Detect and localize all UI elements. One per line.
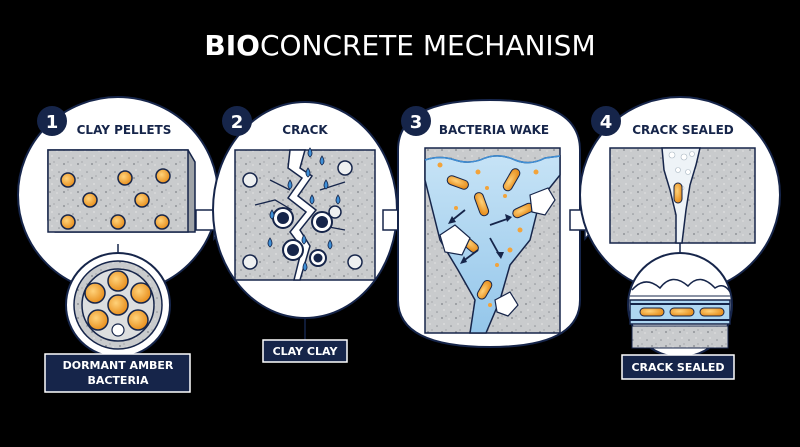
title-bold: BIO	[204, 29, 260, 62]
step-1-callout	[44, 353, 191, 393]
calcium-particles	[437, 162, 539, 307]
step-3-panel: 3 BACTERIA WAKE	[397, 98, 581, 349]
step-3-badge	[401, 106, 431, 136]
step-4-panel: 4 CRACK SEALED CRACK SEALED	[579, 96, 781, 380]
activated-pellets	[272, 207, 333, 267]
calcite-crystals	[439, 187, 556, 317]
step-2-label: CRACK	[282, 123, 328, 137]
dormant-bacteria	[84, 270, 152, 337]
step-1-panel: 1 CLAY PELLETS	[17, 96, 219, 393]
step-2-panel: 2 CRACK	[212, 101, 398, 363]
step-1-badge	[37, 106, 67, 136]
step-1-label: CLAY PELLETS	[77, 123, 172, 137]
step-3-label: BACTERIA WAKE	[439, 123, 549, 137]
step-4-number: 4	[600, 112, 613, 133]
step-1-callout-line-1: DORMANT AMBER	[63, 359, 174, 372]
sealing-bacteria	[639, 307, 725, 317]
empty-pellets	[242, 160, 363, 270]
page-title: BIOCONCRETE MECHANISM	[204, 29, 595, 62]
step-4-badge	[591, 106, 621, 136]
step-2-callout	[262, 339, 348, 363]
step-4-callout-text: CRACK SEALED	[631, 361, 724, 374]
active-bacteria	[446, 168, 535, 300]
clay-pellets	[60, 168, 171, 230]
step-2-callout-text: CLAY CLAY	[273, 345, 339, 358]
step-3-number: 3	[410, 112, 423, 133]
step-2-number: 2	[231, 112, 244, 133]
title-rest: CONCRETE MECHANISM	[260, 29, 596, 62]
step-1-callout-line-2: BACTERIA	[87, 374, 149, 387]
step-4-callout	[621, 354, 735, 380]
water-droplets	[267, 147, 341, 272]
step-4-label: CRACK SEALED	[632, 123, 734, 137]
step-1-number: 1	[46, 112, 59, 133]
step-2-badge	[222, 106, 252, 136]
